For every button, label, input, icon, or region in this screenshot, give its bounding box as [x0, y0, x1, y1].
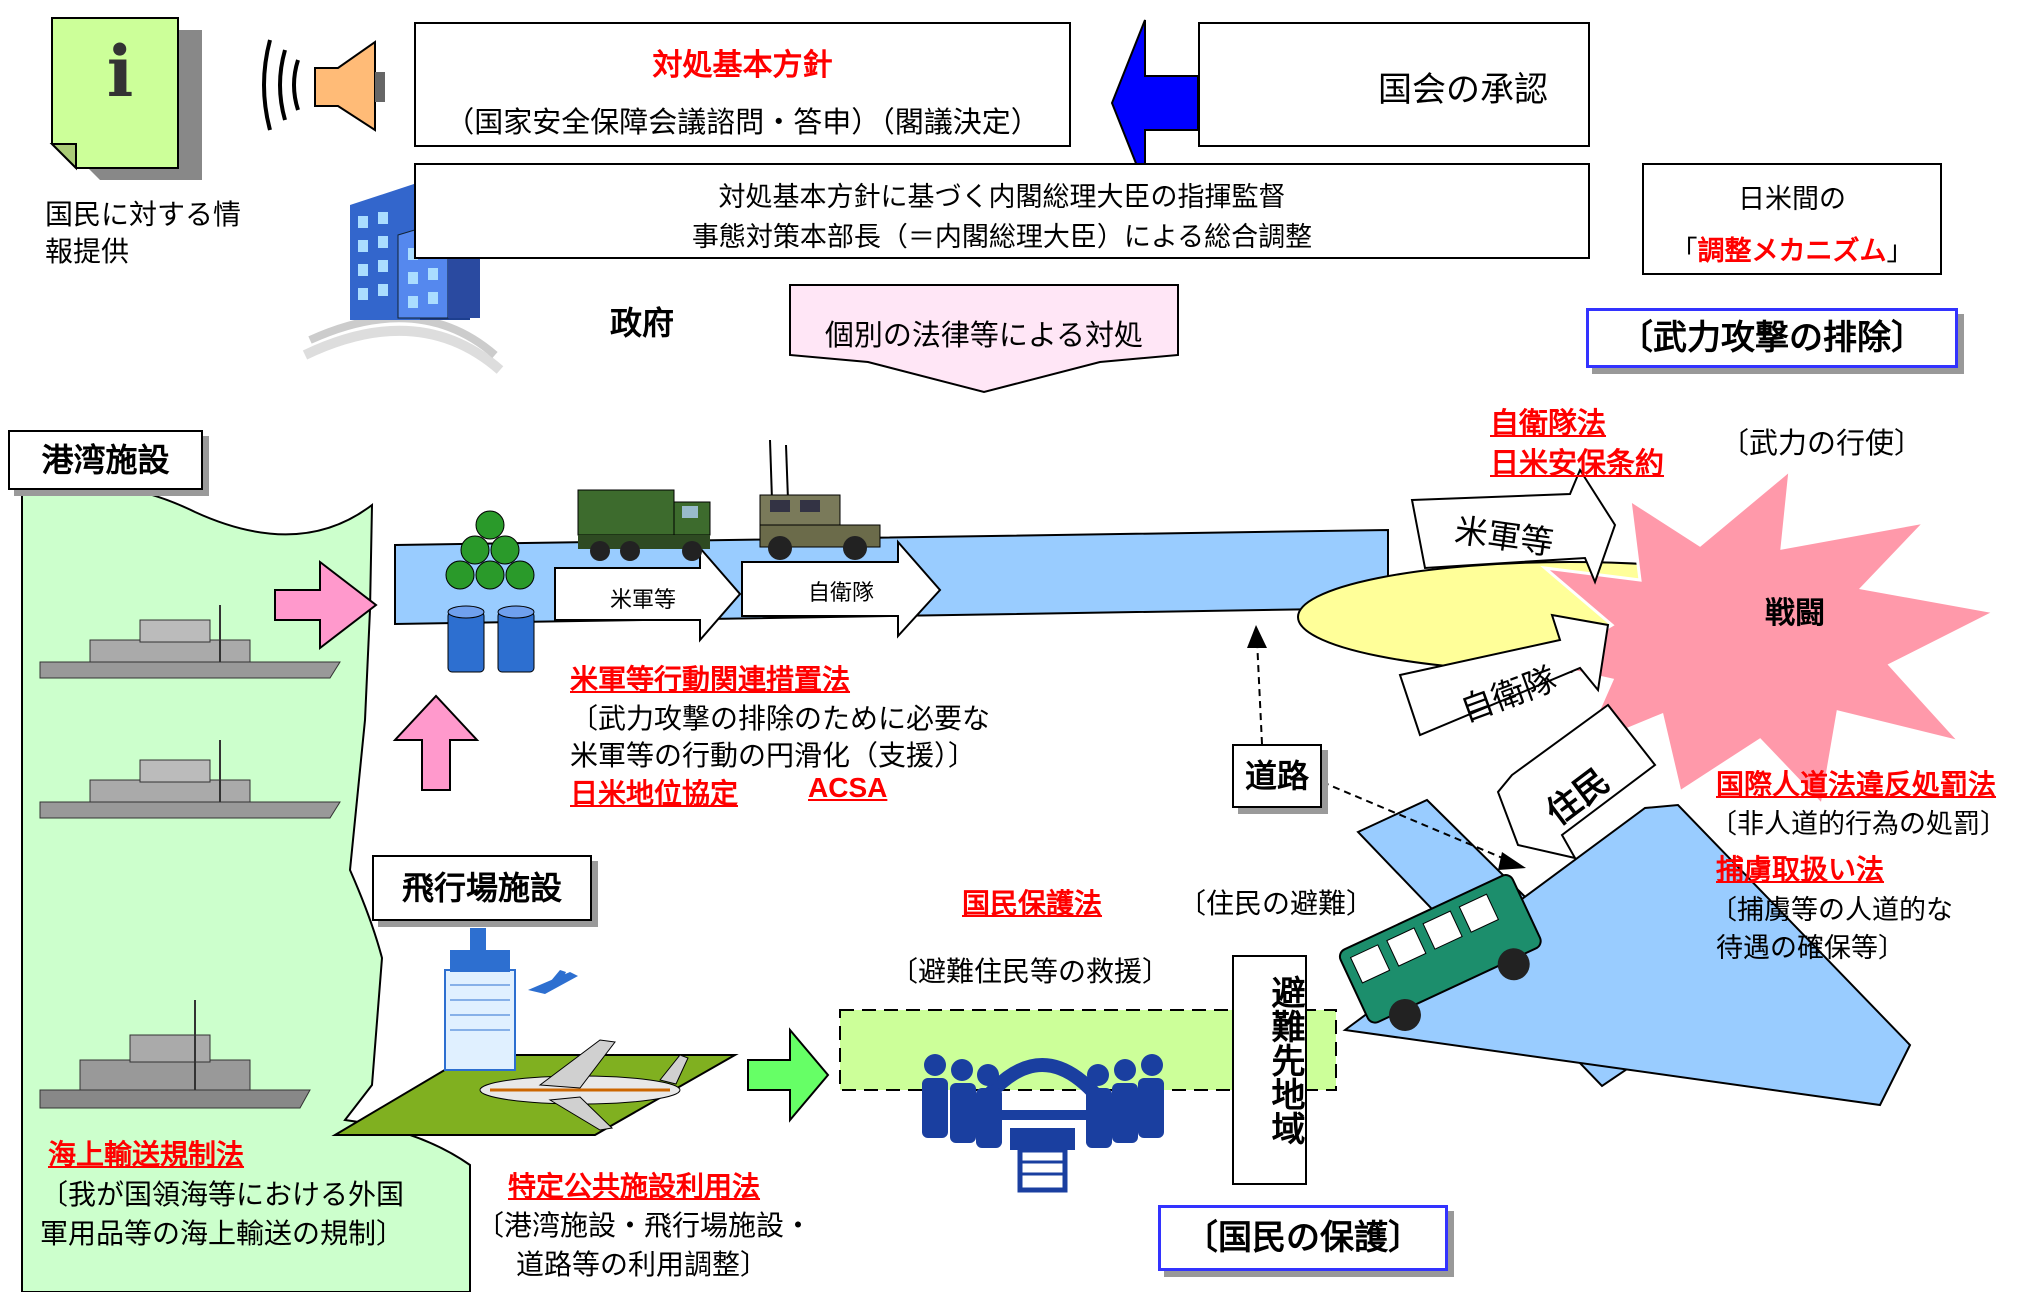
diet-box: 国会の承認: [1198, 22, 1590, 147]
jsdf-act: 自衛隊法: [1490, 406, 1607, 440]
ihl-desc: 〔非人道的行為の処罰〕: [1710, 809, 2007, 840]
policy-subtitle: （国家安全保障会議諮問・答申）（閣議決定）: [445, 105, 1040, 139]
coordination-box: 日米間の 「調整メカニズム」: [1642, 163, 1942, 275]
us-action-desc-line1: 〔武力攻撃の排除のために必要な: [570, 702, 991, 735]
repel-attack-frame: 〔武力攻撃の排除〕: [1586, 308, 1958, 368]
info-provision-line1: 国民に対する情: [45, 198, 242, 231]
sdf-combat-arrow: [1398, 613, 1610, 737]
road-label: 道路: [1232, 744, 1322, 808]
pow-desc-line1: 〔捕虜等の人道的な: [1710, 895, 1953, 926]
evacuation-bus-icon: [1338, 874, 1542, 1031]
individual-laws-label: 個別の法律等による対処: [824, 318, 1144, 352]
policy-box: 対処基本方針 （国家安全保障会議諮問・答申）（閣議決定）: [414, 22, 1071, 147]
control-tower-icon: [444, 928, 516, 1071]
pow-law: 捕虜取扱い法: [1716, 853, 1885, 886]
pm-command-line2: 事態対策本部長（＝内閣総理大臣）による総合調整: [691, 222, 1313, 253]
info-provision-line2: 報提供: [45, 235, 130, 268]
info-icon-letter: i: [106, 30, 134, 113]
combat-label: 戦闘: [1765, 596, 1825, 631]
pink-arrow-right: [274, 559, 378, 651]
public-facility-desc-line2: 道路等の利用調整〕: [516, 1248, 769, 1281]
maritime-law: 海上輸送規制法: [48, 1138, 245, 1171]
coordination-line2: 「調整メカニズム」: [1670, 236, 1914, 267]
evacuees-right-icon: [1086, 1054, 1164, 1148]
us-forces-combat-arrow: [1410, 467, 1617, 585]
pm-command-line1: 対処基本方針に基づく内閣総理大臣の指揮監督: [718, 182, 1286, 213]
us-action-law: 米軍等行動関連措置法: [570, 663, 851, 696]
warship-icon-1: [39, 605, 341, 679]
airliner-icon: [479, 1039, 689, 1131]
info-sheet-icon: [49, 17, 202, 180]
use-of-force: 〔武力の行使〕: [1720, 426, 1924, 460]
public-facility-law: 特定公共施設利用法: [508, 1170, 761, 1203]
evacuation-area-box: 避難先地域: [1232, 955, 1307, 1185]
civil-protection-law: 国民保護法: [962, 887, 1103, 920]
security-treaty: 日米安保条約: [1490, 446, 1665, 480]
ihl-law: 国際人道法違反処罰法: [1716, 768, 1997, 801]
maritime-desc-line2: 軍用品等の海上輸送の規制〕: [40, 1217, 405, 1250]
warship-icon-3: [39, 1000, 311, 1109]
government-building-icon: [302, 182, 504, 374]
diet-approval-label: 国会の承認: [1378, 70, 1548, 110]
us-forces-road-arrow: [554, 545, 742, 643]
policy-title: 対処基本方針: [652, 48, 833, 83]
military-truck-icon: [577, 489, 711, 561]
approval-arrow: [1110, 19, 1199, 187]
humvee-icon: [759, 439, 881, 560]
residents-arrow: [1496, 703, 1657, 860]
speaker-icon: [262, 39, 385, 132]
protect-citizens-frame: 〔国民の保護〕: [1158, 1205, 1448, 1271]
evacuation-label: 〔住民の避難〕: [1178, 887, 1375, 920]
sdf-road-label: 自衛隊: [808, 581, 875, 606]
port-facilities-label: 港湾施設: [8, 430, 203, 490]
evacuation-area-label: 避難先地域: [1265, 975, 1305, 1145]
public-facility-desc-line1: 〔港湾施設・飛行場施設・: [476, 1209, 813, 1242]
us-action-desc-line2: 米軍等の行動の円滑化（支援）〕: [570, 739, 977, 772]
pow-desc-line2: 待遇の確保等〕: [1716, 933, 1905, 964]
government-label: 政府: [610, 304, 675, 342]
coordination-line1: 日米間の: [1738, 184, 1846, 215]
small-plane-icon: [528, 970, 578, 994]
acsa-label: ACSA: [808, 772, 888, 803]
maritime-desc-line1: 〔我が国領海等における外国: [40, 1178, 405, 1211]
pink-arrow-up: [392, 694, 480, 791]
coordination-mechanism: 調整メカニズム: [1697, 236, 1887, 267]
relief-label: 〔避難住民等の救援〕: [890, 955, 1171, 988]
us-forces-road-label: 米軍等: [610, 588, 677, 613]
pm-command-box: 対処基本方針に基づく内閣総理大臣の指揮監督 事態対策本部長（＝内閣総理大臣）によ…: [414, 163, 1590, 259]
airport-facilities-label: 飛行場施設: [372, 855, 592, 921]
green-arrow: [747, 1027, 830, 1123]
sofa-label: 日米地位協定: [570, 777, 739, 810]
individual-laws-box: [789, 284, 1179, 394]
supply-drums-icon: [445, 510, 535, 673]
warship-icon-2: [39, 740, 341, 819]
sdf-road-arrow: [741, 539, 942, 639]
evacuees-left-icon: [922, 1054, 1002, 1148]
